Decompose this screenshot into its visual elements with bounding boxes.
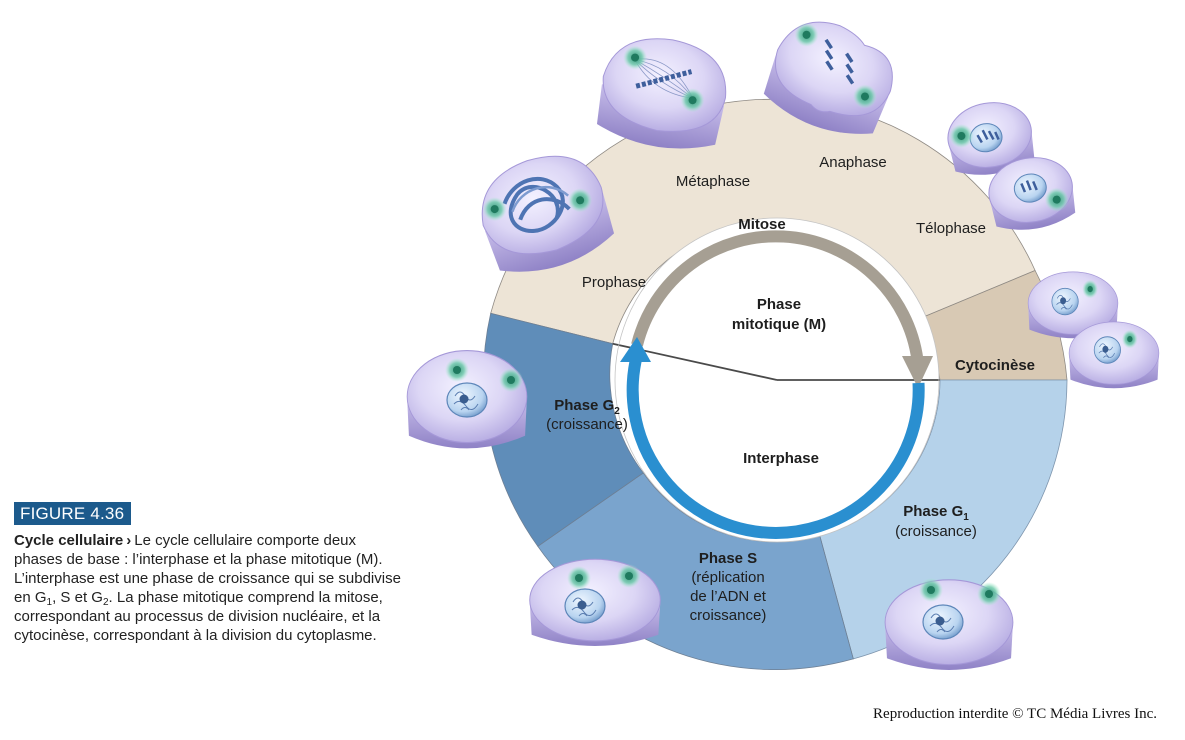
anaphase-label: Anaphase	[819, 154, 887, 171]
caption-body-1: Le cycle cellulaire comporte deux phases…	[14, 532, 401, 606]
s-phase-desc-1: (réplication	[691, 569, 764, 586]
interphase-arrow	[620, 337, 925, 539]
s-phase-label: Phase S	[699, 550, 757, 567]
g2-desc: (croissance)	[546, 416, 628, 433]
cell-anaphase-icon	[763, 19, 893, 134]
g1-desc: (croissance)	[895, 523, 977, 540]
cell-g1-icon	[884, 578, 1014, 671]
cell-prophase-icon	[479, 155, 615, 272]
figure-number-badge: FIGURE 4.36	[14, 502, 132, 525]
figure-caption: FIGURE 4.36 Cycle cellulaire›Le cycle ce…	[14, 502, 404, 645]
chevron-right-icon: ›	[126, 532, 132, 549]
s-phase-desc-2: de l’ADN et	[690, 588, 767, 605]
mitotic-phase-line1: Phase	[757, 296, 801, 313]
metaphase-label: Métaphase	[676, 173, 750, 190]
s-phase-desc-3: croissance)	[690, 607, 767, 624]
cytokinesis-label: Cytocinèse	[955, 357, 1035, 374]
caption-body-2: , S et G	[52, 589, 103, 606]
prophase-label: Prophase	[582, 274, 646, 291]
caption-title: Cycle cellulaire	[14, 532, 124, 549]
g1-label: Phase G1	[903, 503, 969, 523]
caption-body-3: . La phase mitotique comprend la mitose,…	[14, 589, 383, 644]
copyright-notice: Reproduction interdite © TC Média Livres…	[873, 706, 1157, 722]
cell-g2-icon	[406, 350, 528, 449]
cell-metaphase-icon	[596, 38, 727, 149]
telophase-label: Télophase	[916, 220, 986, 237]
interphase-label: Interphase	[743, 450, 819, 467]
cell-telophase-icon	[947, 102, 1076, 230]
caption-text: Cycle cellulaire›Le cycle cellulaire com…	[14, 531, 404, 645]
caption-sub-2: 2	[102, 597, 109, 608]
caption-sub-1: 1	[46, 597, 53, 608]
cell-cycle-ring	[483, 98, 1068, 671]
g2-label: Phase G2	[554, 397, 620, 417]
mitosis-label: Mitose	[738, 216, 786, 233]
g2-sector	[483, 312, 644, 547]
cell-s-icon	[529, 558, 661, 647]
g1-sector	[819, 379, 1068, 660]
mitotic-arrow	[631, 230, 933, 388]
mitotic-phase-line2: mitotique (M)	[732, 316, 826, 333]
